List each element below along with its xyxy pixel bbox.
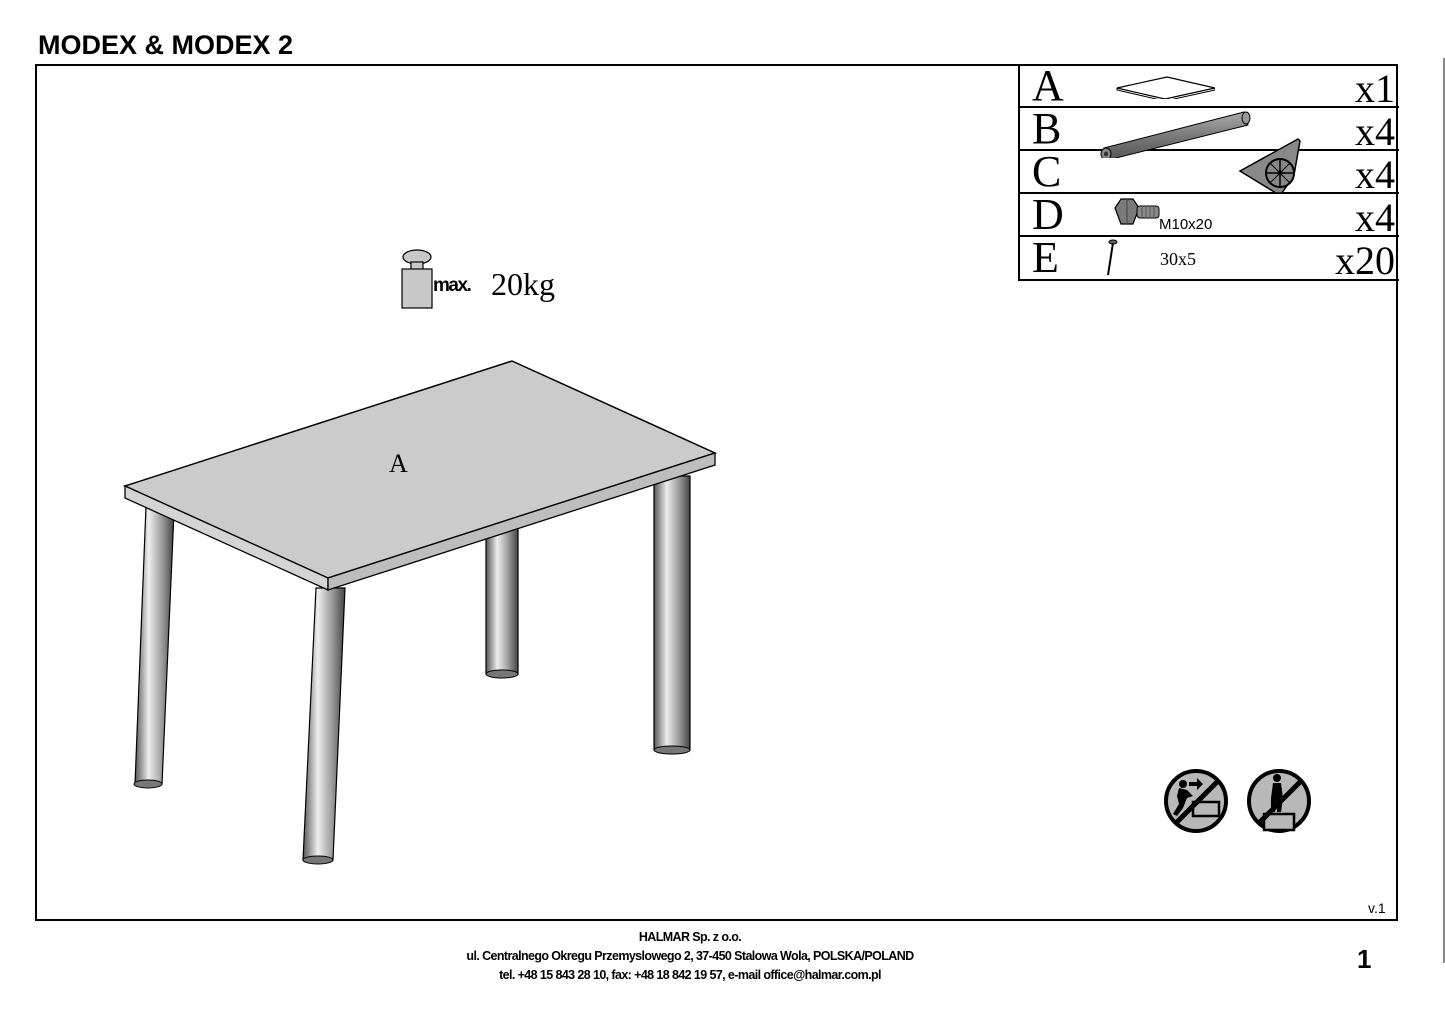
part-spec: M10x20 bbox=[1159, 216, 1213, 233]
part-row-b: B x4 bbox=[1020, 104, 1399, 158]
table-leg-right bbox=[653, 475, 691, 755]
part-letter: C bbox=[1032, 147, 1062, 196]
page-edge-rule bbox=[1443, 58, 1445, 963]
hex-bolt-icon bbox=[1114, 198, 1160, 225]
part-letter: E bbox=[1032, 233, 1059, 282]
part-quantity: x4 bbox=[1355, 109, 1395, 154]
footer-address: ul. Centralnego Okregu Przemyslowego 2, … bbox=[466, 949, 914, 963]
instruction-frame bbox=[35, 64, 1398, 921]
no-climbing-icon bbox=[1164, 769, 1228, 833]
table-leg-front bbox=[302, 587, 346, 865]
table-leg-left bbox=[133, 505, 175, 789]
weight-icon bbox=[401, 249, 433, 309]
page-title: MODEX & MODEX 2 bbox=[38, 30, 294, 60]
part-quantity: x4 bbox=[1355, 152, 1395, 197]
part-letter: B bbox=[1032, 104, 1062, 153]
part-spec: 30x5 bbox=[1160, 249, 1196, 269]
part-letter: D bbox=[1032, 190, 1064, 239]
part-quantity: x20 bbox=[1335, 238, 1395, 283]
parts-list: A x1 B x4 C x4 D bbox=[1018, 61, 1399, 283]
footer-contact: tel. +48 15 843 28 10, fax: +48 18 842 1… bbox=[499, 968, 881, 982]
leg-icon bbox=[1100, 111, 1251, 158]
footer-company: HALMAR Sp. z o.o. bbox=[638, 930, 742, 944]
page-number: 1 bbox=[1357, 944, 1372, 974]
part-row-d: D M10x20 x4 bbox=[1020, 190, 1399, 240]
no-standing-icon bbox=[1247, 769, 1311, 833]
load-limit-label: max. bbox=[433, 275, 472, 296]
footer: HALMAR Sp. z o.o. ul. Centralnego Okregu… bbox=[0, 928, 1380, 985]
part-quantity: x1 bbox=[1355, 66, 1395, 111]
part-row-a: A x1 bbox=[1020, 61, 1399, 111]
part-row-e: E 30x5 x20 bbox=[1020, 233, 1399, 283]
table-top-label: A bbox=[389, 449, 408, 478]
load-limit-value: 20kg bbox=[491, 266, 555, 302]
table-top-icon bbox=[1116, 76, 1215, 99]
part-row-c: C x4 bbox=[1020, 138, 1399, 197]
part-letter: A bbox=[1032, 61, 1064, 110]
table-top-drawing bbox=[122, 360, 718, 592]
part-quantity: x4 bbox=[1355, 195, 1395, 240]
version-label: v.1 bbox=[1368, 900, 1386, 916]
wood-screw-icon bbox=[1107, 239, 1118, 276]
table-leg-back bbox=[485, 527, 519, 679]
corner-bracket-icon bbox=[1238, 138, 1301, 194]
